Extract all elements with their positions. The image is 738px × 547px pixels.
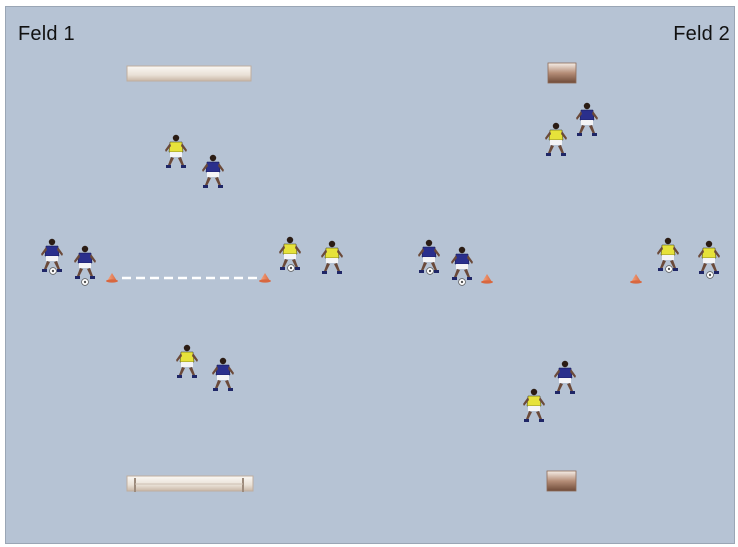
player-yellow-icon — [545, 123, 567, 156]
cone-icon — [106, 273, 118, 283]
ball-icon — [427, 268, 434, 275]
player-yellow-icon — [176, 345, 198, 378]
ball-icon — [82, 279, 89, 286]
player-yellow-icon — [165, 135, 187, 168]
player-blue-icon — [576, 103, 598, 136]
player-blue-icon — [41, 239, 63, 272]
cone-icon — [259, 273, 271, 283]
ball-icon — [288, 265, 295, 272]
ball-icon — [666, 266, 673, 273]
player-yellow-icon — [523, 389, 545, 422]
ball-icon — [707, 272, 714, 279]
player-blue-icon — [74, 246, 96, 279]
player-blue-icon — [554, 361, 576, 394]
player-yellow-icon — [698, 241, 720, 274]
cone-icon — [630, 274, 642, 284]
player-blue-icon — [451, 247, 473, 280]
goal-icon — [127, 66, 251, 81]
mini-goal-icon — [548, 63, 576, 83]
ball-icon — [459, 279, 466, 286]
player-blue-icon — [202, 155, 224, 188]
mini-goal-icon — [547, 471, 576, 491]
cone-icon — [481, 274, 493, 284]
player-blue-icon — [212, 358, 234, 391]
ball-icon — [50, 268, 57, 275]
player-yellow-icon — [321, 241, 343, 274]
goal-icon — [127, 476, 253, 492]
